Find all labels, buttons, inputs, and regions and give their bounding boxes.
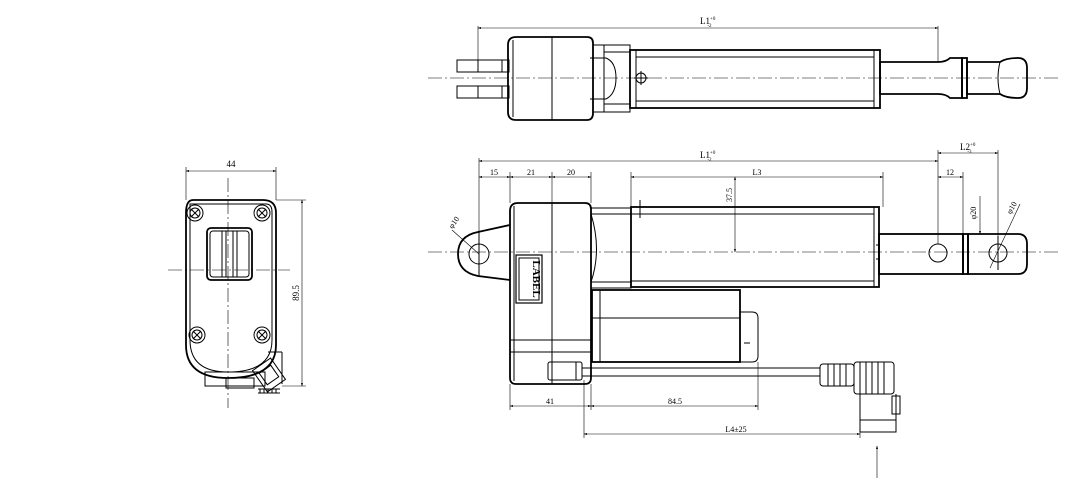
- front-width-dimension: [185, 167, 277, 200]
- front-height-dimension: [276, 199, 306, 387]
- front-screw-bottom-left: [188, 326, 206, 344]
- front-screw-top-left: [186, 204, 204, 222]
- front-height-label: 89.5: [291, 285, 301, 301]
- top-length-label: L1+0-2: [700, 16, 716, 29]
- side-bottom-dimensions: [509, 362, 879, 478]
- top-length-dimension: [477, 26, 939, 62]
- label-plate: [515, 254, 543, 304]
- front-body-inner-outline: [189, 203, 273, 373]
- side-gearbox-housing: [509, 202, 592, 385]
- front-bottom-boss-inner: [225, 377, 255, 389]
- dim-20-label: 20: [567, 168, 575, 177]
- top-rear-clevis: [456, 59, 510, 99]
- side-rear-clevis: [457, 224, 511, 281]
- front-tube-section: [206, 227, 253, 281]
- top-inner-rod: [879, 57, 1028, 99]
- dim-12-label: 12: [946, 168, 954, 177]
- top-view: L1+0-2: [428, 16, 1058, 121]
- front-body-outline: [185, 199, 277, 379]
- side-inner-rod: [878, 233, 1028, 275]
- dim-21-label: 21: [527, 168, 535, 177]
- dim-84-5-label: 84.5: [668, 397, 682, 406]
- front-hole-label: φ10: [1005, 200, 1019, 215]
- stroke-end-label: L2+0-3: [960, 142, 976, 155]
- front-connector: [251, 351, 287, 394]
- rear-hole-leader: [451, 229, 480, 255]
- side-overall-label: L1+0-2: [700, 150, 716, 163]
- dim-15-label: 15: [490, 168, 498, 177]
- side-view: LABEL: [428, 142, 1058, 478]
- front-view: 44 89.5: [168, 159, 306, 408]
- dim-l3-label: L3: [753, 168, 762, 177]
- top-outer-tube: [629, 49, 881, 109]
- cable-length-label: L4±25: [725, 425, 746, 434]
- front-bottom-boss: [204, 371, 266, 387]
- side-transition-block: [590, 207, 632, 289]
- front-screw-bottom-right: [253, 326, 271, 344]
- label-plate-text: LABEL: [530, 260, 542, 297]
- side-motor: [591, 289, 759, 363]
- front-width-label: 44: [227, 159, 237, 169]
- dim-37-5-label: 37.5: [725, 188, 734, 202]
- front-screw-top-right: [253, 204, 271, 222]
- dim-41-label: 41: [546, 397, 554, 406]
- side-outer-tube: [630, 200, 880, 288]
- front-hole-leader: [989, 203, 1021, 269]
- rod-diameter-label: φ20: [969, 207, 978, 220]
- top-gearbox-housing: [507, 36, 631, 121]
- side-cable: [547, 361, 901, 433]
- side-top-dimensions: [478, 150, 999, 253]
- rear-hole-label: φ10: [447, 215, 462, 231]
